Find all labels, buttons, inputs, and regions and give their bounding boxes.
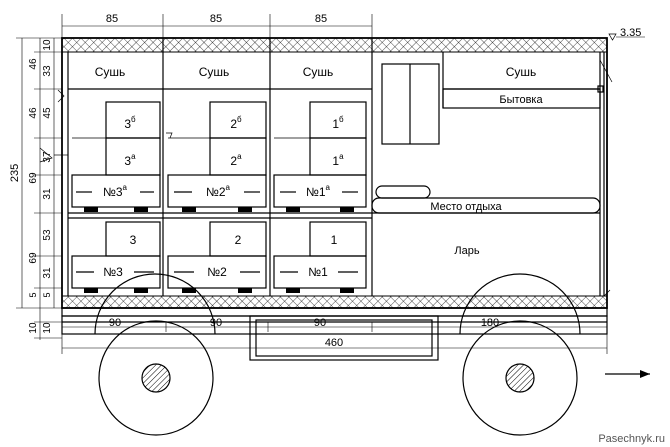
box-1b: 1б: [332, 115, 344, 131]
column-2-lower: 2 №2: [167, 221, 267, 293]
dim-left-5b: 5: [28, 292, 38, 297]
rest-label: Место отдыха: [430, 201, 502, 213]
box-3a: 3а: [124, 152, 136, 168]
column-1-lower: 1 №1: [273, 221, 367, 293]
dry-label-2: Сушь: [199, 65, 230, 79]
utility-shelf: [442, 88, 601, 109]
column-2-upper: 2б 2а №2а: [166, 101, 267, 212]
dim-bot-90-1: 90: [109, 317, 121, 329]
rear-wheel: [98, 320, 214, 436]
column-3-upper: 3б 3а №3а: [71, 101, 161, 212]
dim-bot-90-2: 90: [210, 317, 222, 329]
box-3b: 3б: [124, 115, 136, 131]
dry-label-3: Сушь: [303, 65, 334, 79]
hive-3: №3: [103, 265, 123, 279]
box-3: 3: [130, 233, 137, 247]
dim-left-37: 37: [42, 151, 53, 163]
dim-left-5: 5: [42, 292, 52, 297]
direction-arrow-icon: [605, 370, 650, 378]
front-wheel: [462, 320, 578, 436]
rest-place: Место отдыха Ларь: [371, 185, 601, 257]
dim-left-10-bot: 10: [28, 322, 39, 334]
dim-left-10-b2: 10: [42, 322, 53, 334]
dim-bot-90-3: 90: [314, 317, 326, 329]
column-1-upper: 1б 1а №1а: [273, 101, 367, 212]
dim-left-46-b: 46: [28, 107, 39, 119]
dim-top-85-2: 85: [210, 13, 222, 25]
dim-left-69-a: 69: [28, 172, 39, 184]
top-dimensions: 85 85 85 3.35: [61, 13, 645, 41]
dim-top-85-3: 85: [315, 13, 327, 25]
dim-left-10-top: 10: [42, 39, 53, 51]
dry-label-4: Сушь: [506, 65, 537, 79]
level-mark: 3.35: [620, 27, 641, 39]
watermark: Pasechnyk.ru: [598, 433, 665, 445]
box-1a: 1а: [332, 152, 344, 168]
window: [381, 63, 440, 145]
box-2b: 2б: [230, 115, 242, 131]
utility-label: Бытовка: [499, 94, 543, 106]
dry-label-1: Сушь: [95, 65, 126, 79]
dim-bot-180: 180: [481, 317, 499, 329]
dim-left-45: 45: [42, 107, 53, 119]
dim-left-53: 53: [42, 229, 53, 241]
dim-left-46-a: 46: [28, 58, 39, 70]
dim-top-85-1: 85: [106, 13, 118, 25]
box-2a: 2а: [230, 152, 242, 168]
dim-left-31-b: 31: [42, 267, 53, 279]
box-2: 2: [235, 233, 242, 247]
bottom-dimensions: 90 90 90 180 460: [61, 317, 608, 354]
hive-2: №2: [207, 265, 227, 279]
hive-3a: №3а: [103, 183, 128, 199]
box-1: 1: [331, 233, 338, 247]
hive-1a: №1а: [306, 183, 331, 199]
hive-2a: №2а: [206, 183, 231, 199]
undercarriage: [62, 273, 607, 361]
dim-left-31-a: 31: [42, 188, 53, 200]
chest-label: Ларь: [454, 245, 479, 257]
dim-left-33: 33: [42, 65, 53, 77]
column-3-lower: 3 №3: [71, 221, 161, 293]
hive-1: №1: [308, 265, 328, 279]
dim-left-69-b: 69: [28, 252, 39, 264]
left-dimensions: 235 10 33 46 45 46 37 69 31 53 69 31 5 5…: [9, 37, 68, 340]
dim-bot-460: 460: [325, 337, 343, 349]
dim-left-235: 235: [9, 164, 21, 182]
